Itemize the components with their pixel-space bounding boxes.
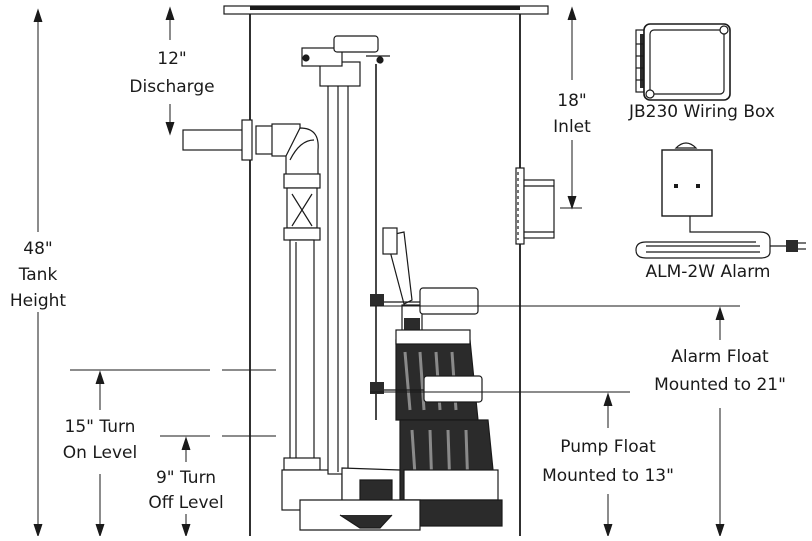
- labels: 12" Discharge 18" Inlet JB230 Wiring Box…: [10, 49, 786, 513]
- discharge-riser: [289, 239, 315, 461]
- alarm-float-label-2: Mounted to 21": [654, 375, 786, 395]
- discharge-outlet-pipe: [182, 129, 250, 151]
- pump-float: [370, 375, 483, 403]
- tank-height-label-2: Height: [10, 291, 67, 311]
- turn-off-label-1: 9" Turn: [156, 468, 216, 488]
- tank-height-label-1: Tank: [18, 265, 58, 285]
- alarm-float: [370, 287, 479, 315]
- inlet-dimension-label: 18": [557, 91, 586, 111]
- alarm-unit: [635, 142, 806, 259]
- level-lines: [70, 207, 740, 437]
- alarm-float-label-1: Alarm Float: [671, 347, 769, 367]
- alarm-unit-label: ALM-2W Alarm: [646, 262, 771, 282]
- tank-lid: [250, 6, 520, 10]
- inlet-label: Inlet: [553, 117, 591, 137]
- turn-on-label-1: 15" Turn: [65, 417, 136, 437]
- turn-on-label-2: On Level: [63, 443, 137, 463]
- pump-float-label-2: Mounted to 13": [542, 466, 674, 486]
- rail-bracket: [301, 47, 343, 67]
- pump-float-label-1: Pump Float: [560, 437, 656, 457]
- rail-handle: [333, 35, 379, 53]
- guide-rail: [301, 35, 390, 475]
- wiring-box: [635, 23, 731, 101]
- tank-height-dimension: 48": [23, 239, 52, 259]
- check-valve: [286, 187, 318, 229]
- discharge-dimension-label: 12": [157, 49, 186, 69]
- discharge-pipe: [182, 119, 343, 511]
- turn-off-label-2: Off Level: [148, 493, 223, 513]
- tank: [223, 5, 549, 536]
- wiring-box-label: JB230 Wiring Box: [628, 102, 775, 122]
- inlet-fitting: [515, 167, 555, 245]
- discharge-label: Discharge: [129, 77, 214, 97]
